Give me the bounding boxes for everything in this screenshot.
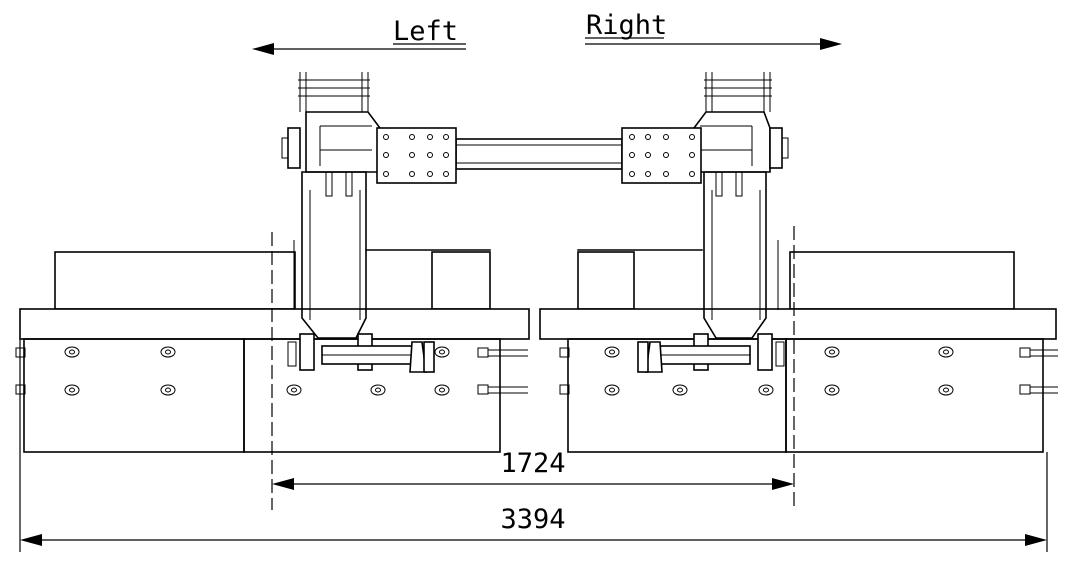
dimension-overall-value: 3394 — [500, 504, 565, 535]
slab-right — [539, 308, 1057, 453]
arrow-left-icon — [252, 43, 274, 55]
arrow-right-icon — [820, 38, 842, 50]
direction-left: Left — [252, 16, 466, 55]
label-right: Right — [586, 10, 667, 41]
cross-beam — [376, 127, 702, 184]
label-left: Left — [393, 16, 458, 47]
slab-left — [19, 308, 530, 453]
frame-right — [637, 72, 789, 373]
dimension-inner: 1724 — [272, 448, 794, 490]
upper-box-right — [577, 249, 1015, 310]
dimension-inner-value: 1724 — [500, 448, 565, 479]
direction-right: Right — [585, 10, 842, 50]
center-lines — [271, 226, 795, 510]
bolt-row — [15, 346, 1058, 396]
frame-left — [281, 72, 435, 373]
dimension-overall: 3394 — [19, 339, 1048, 552]
